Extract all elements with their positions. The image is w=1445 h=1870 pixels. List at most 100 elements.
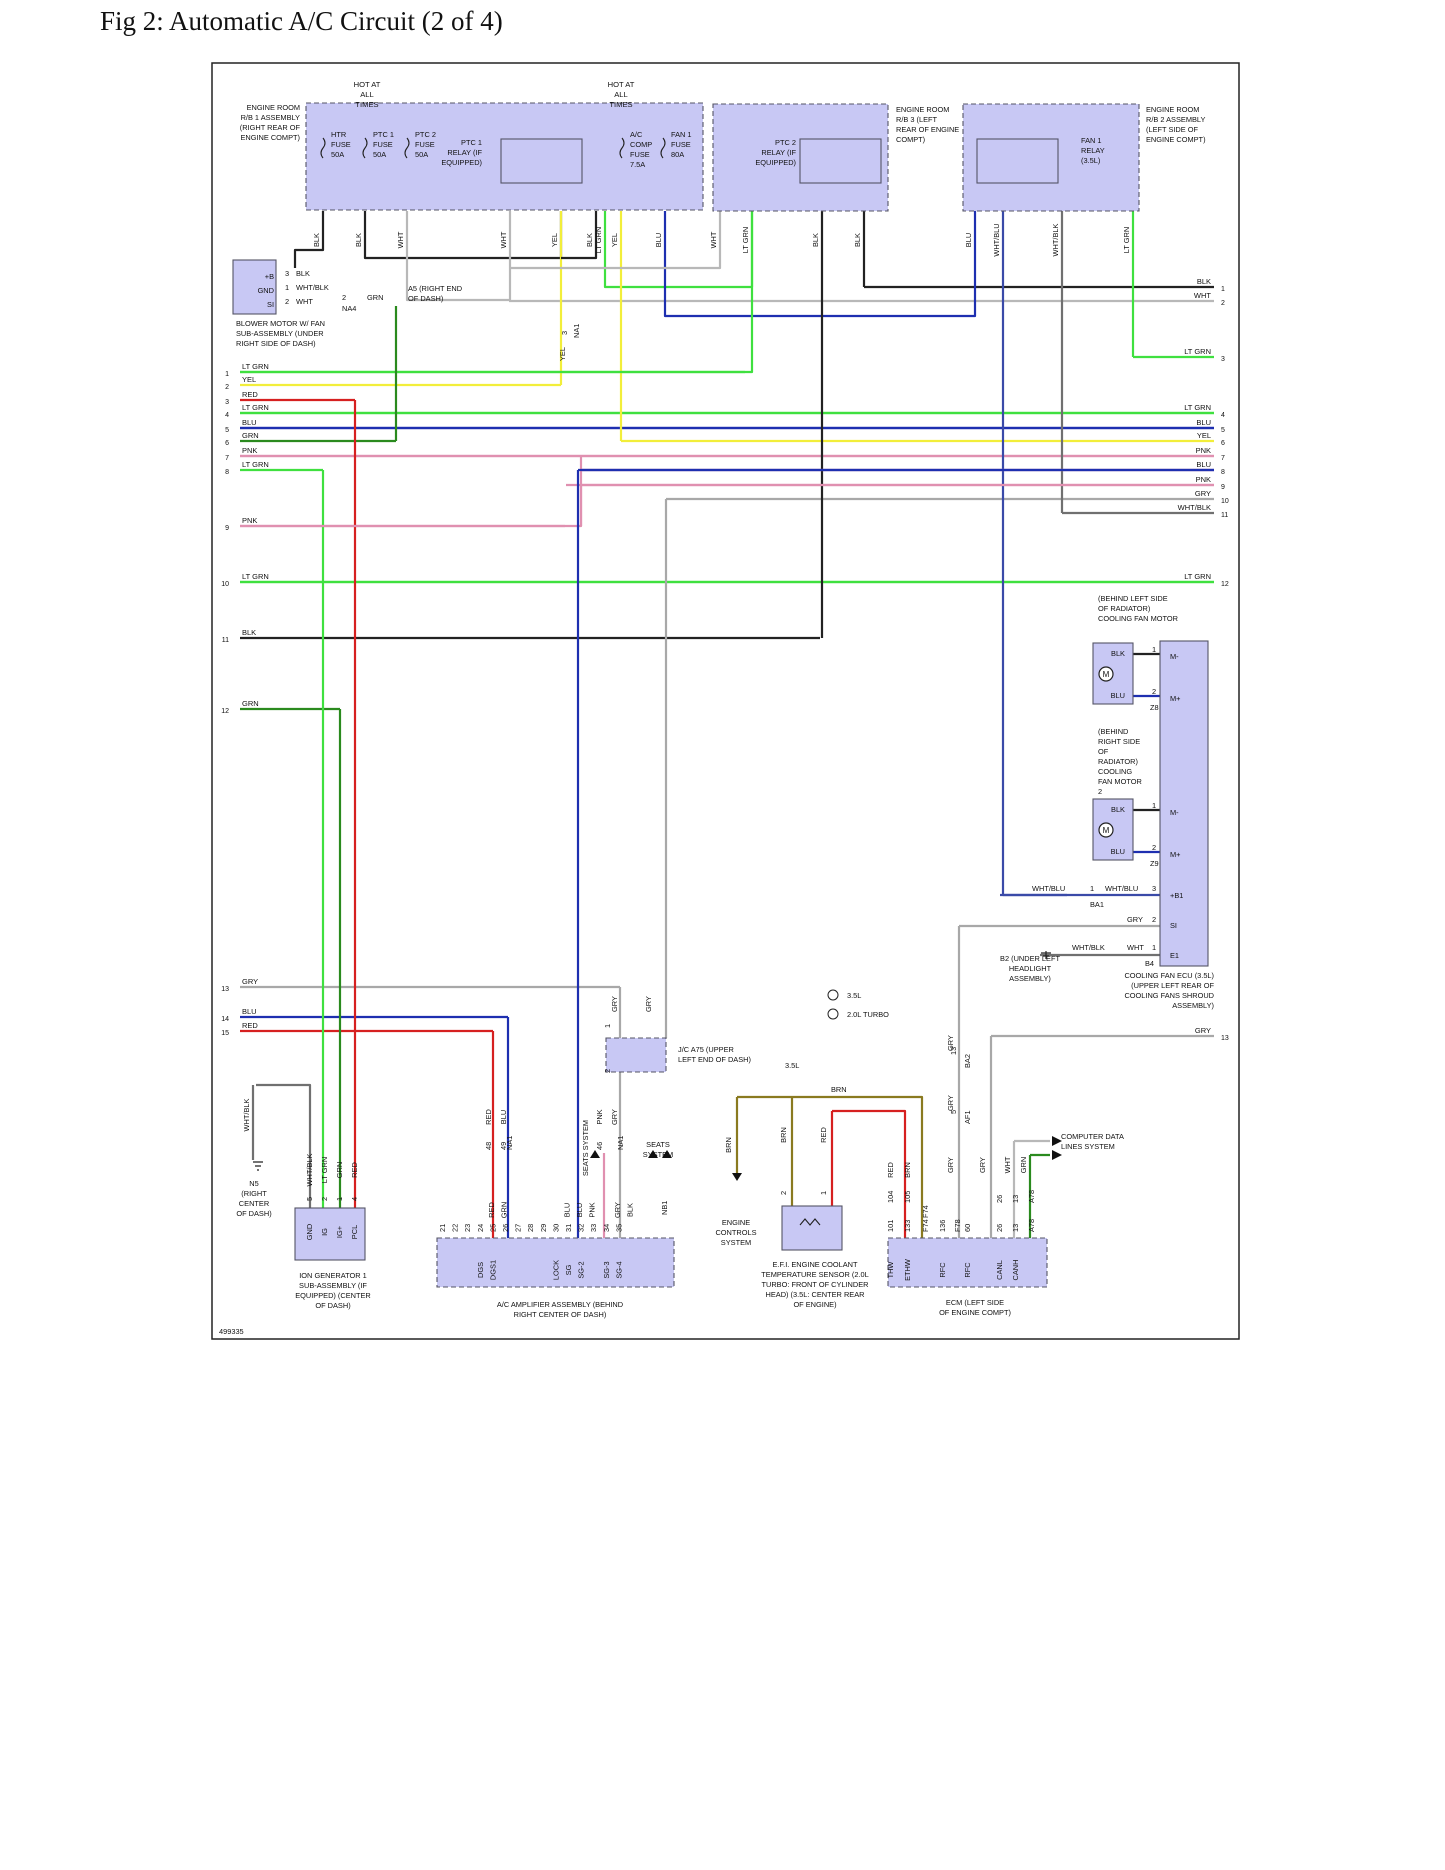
motor2-blu-label: BLU: [1111, 847, 1125, 856]
brn-top-label: BRN: [831, 1085, 847, 1094]
amp-pin-number: 24: [476, 1224, 485, 1232]
wht-crossing-wire: [510, 211, 722, 270]
brn-engine-label: BRN: [724, 1137, 733, 1153]
na1-label: NA1: [572, 324, 581, 338]
amp-pin-name: DGS1: [488, 1260, 497, 1280]
left-wire-number: 5: [225, 427, 229, 434]
ptc1-relay-label: EQUIPPED): [441, 158, 482, 167]
ecm-label: ECM (LEFT SIDE: [946, 1298, 1004, 1307]
hot-at-all-times-label: HOT AT: [354, 80, 381, 89]
red-ecm-wire: [832, 1109, 907, 1238]
ac-amplifier-label: A/C AMPLIFIER ASSEMBLY (BEHIND: [497, 1300, 623, 1309]
blower-label: RIGHT SIDE OF DASH): [236, 339, 316, 348]
amp-pin-name: SG-2: [577, 1261, 586, 1278]
nb1-label: NB1: [660, 1201, 669, 1215]
fan1-fuse-label: FUSE: [671, 140, 691, 149]
blower-pin-color: BLK: [296, 269, 310, 278]
n5-wire-label: WHT/BLK: [242, 1099, 251, 1132]
efi-sensor-box: [781, 1205, 843, 1251]
right-wire-color-label: PNK: [1196, 475, 1211, 484]
gry-ecm-label-3: GRY: [946, 1157, 955, 1173]
ecm-pin-name: ETHW: [903, 1259, 912, 1281]
ecm-upper-color: BRN: [903, 1162, 912, 1178]
rb2-label: (LEFT SIDE OF: [1146, 125, 1199, 134]
grn-can-label: GRN: [1019, 1157, 1028, 1173]
ecm-pin-number: 101: [886, 1220, 895, 1232]
cooling-fan-motor-label: OF RADIATOR): [1098, 604, 1150, 613]
amp-pin-number: 30: [551, 1224, 560, 1232]
gry-jc-label-2: GRY: [610, 996, 619, 1012]
af1-pin: 5: [949, 1110, 958, 1114]
fan1-relay-box: [976, 138, 1059, 184]
cooling-fan-motor2-label: (BEHIND: [1098, 727, 1128, 736]
ptc2-relay-label: PTC 2: [775, 138, 796, 147]
cooling-fan-ecu-box: [1159, 640, 1209, 967]
b2-label: HEADLIGHT: [1009, 964, 1052, 973]
ion-pin-number: 4: [350, 1197, 359, 1201]
legend-2-0l-turbo: 2.0L TURBO: [847, 1010, 889, 1019]
fan-ecu-pin: M-: [1170, 652, 1179, 661]
fan1-relay-label: FAN 1: [1081, 136, 1102, 145]
na1-amp-label: NA1: [505, 1136, 514, 1150]
htr-fuse-label: HTR: [331, 130, 346, 139]
ecm-pin-name: CANL: [995, 1260, 1004, 1280]
amp-upper-color: RED: [484, 1109, 493, 1125]
hot-at-all-times-label: ALL: [360, 90, 374, 99]
top-wire-label: WHT/BLK: [1051, 224, 1060, 257]
ba1-pin-1: 1: [1090, 884, 1094, 893]
cooling-fan-ecu-label: COOLING FAN ECU (3.5L): [1124, 971, 1214, 980]
blower-pin-number: 2: [285, 297, 289, 306]
jc-a75-label: J/C A75 (UPPER: [678, 1045, 734, 1054]
left-wire-number: 12: [221, 708, 229, 715]
left-wire-number: 1: [225, 371, 229, 378]
efi-sensor-label: E.F.I. ENGINE COOLANT: [772, 1260, 857, 1269]
cooling-fan-motor-label: (BEHIND LEFT SIDE: [1098, 594, 1168, 603]
sensor-pin-2: 2: [779, 1191, 788, 1195]
ion-generator-label: SUB-ASSEMBLY (IF: [299, 1281, 367, 1290]
a5-label: OF DASH): [408, 294, 443, 303]
left-wire-number: 11: [222, 637, 229, 644]
seats-system-label: SEATS: [646, 1140, 670, 1149]
right-wire-number: 7: [1221, 455, 1225, 462]
a5-label: A5 (RIGHT END: [408, 284, 462, 293]
cooling-fan-motor2-label: FAN MOTOR: [1098, 777, 1142, 786]
ecm-pin-number: 26: [995, 1224, 1004, 1232]
amp-pin-number: 25: [488, 1224, 497, 1232]
cooling-fan-motor-label: COOLING FAN MOTOR: [1098, 614, 1178, 623]
amp-pin-name: DGS: [476, 1262, 485, 1278]
ion-generator-label: ION GENERATOR 1: [299, 1271, 367, 1280]
ecm-label: OF ENGINE COMPT): [939, 1308, 1011, 1317]
ptc1-relay-box: [500, 138, 583, 184]
amp-pin-number: 23: [463, 1224, 472, 1232]
left-wire-color-label: BLU: [242, 418, 257, 427]
ltgrn-1-wire: [240, 211, 754, 374]
hot-at-all-times-label: ALL: [614, 90, 628, 99]
efi-sensor-label: TURBO: FRONT OF CYLINDER: [761, 1280, 868, 1289]
right-wire-color-label: LT GRN: [1184, 572, 1211, 581]
top-wire-label: WHT: [709, 231, 718, 248]
amp-pin-name: SG-3: [602, 1261, 611, 1278]
cooling-fan-ecu-label: COOLING FANS SHROUD: [1124, 991, 1214, 1000]
wht-blk-e1-label: WHT/BLK: [1072, 943, 1105, 952]
amp-pin-number: 34: [602, 1224, 611, 1232]
efi-sensor-label: OF ENGINE): [793, 1300, 836, 1309]
ptc1-fuse-label: 50A: [373, 150, 386, 159]
arrow-computer-data-icon: [1052, 1136, 1062, 1146]
left-wire-color-label: BLU: [242, 1007, 257, 1016]
ac-comp-fuse-label: A/C: [630, 130, 643, 139]
right-wire-number: 8: [1221, 469, 1225, 476]
ecm-pin-name: CANH: [1011, 1260, 1020, 1281]
n5-label: (RIGHT: [241, 1189, 267, 1198]
amp-pin-number: 21: [438, 1224, 447, 1232]
gry-jc-label: GRY: [644, 996, 653, 1012]
f74-label: F74: [921, 1205, 930, 1218]
ptc2-fuse-label: PTC 2: [415, 130, 436, 139]
ecm-pin-number: 136: [938, 1220, 947, 1232]
wht-blu-label-2: WHT/BLU: [1105, 884, 1138, 893]
z9-label: Z9: [1150, 859, 1159, 868]
brn-ecm-wire: [792, 1095, 924, 1238]
left-wire-color-label: RED: [242, 1021, 258, 1030]
si-pin-2: 2: [1152, 915, 1156, 924]
doc-id: 499335: [219, 1327, 244, 1336]
ptc2-relay-label: EQUIPPED): [755, 158, 796, 167]
